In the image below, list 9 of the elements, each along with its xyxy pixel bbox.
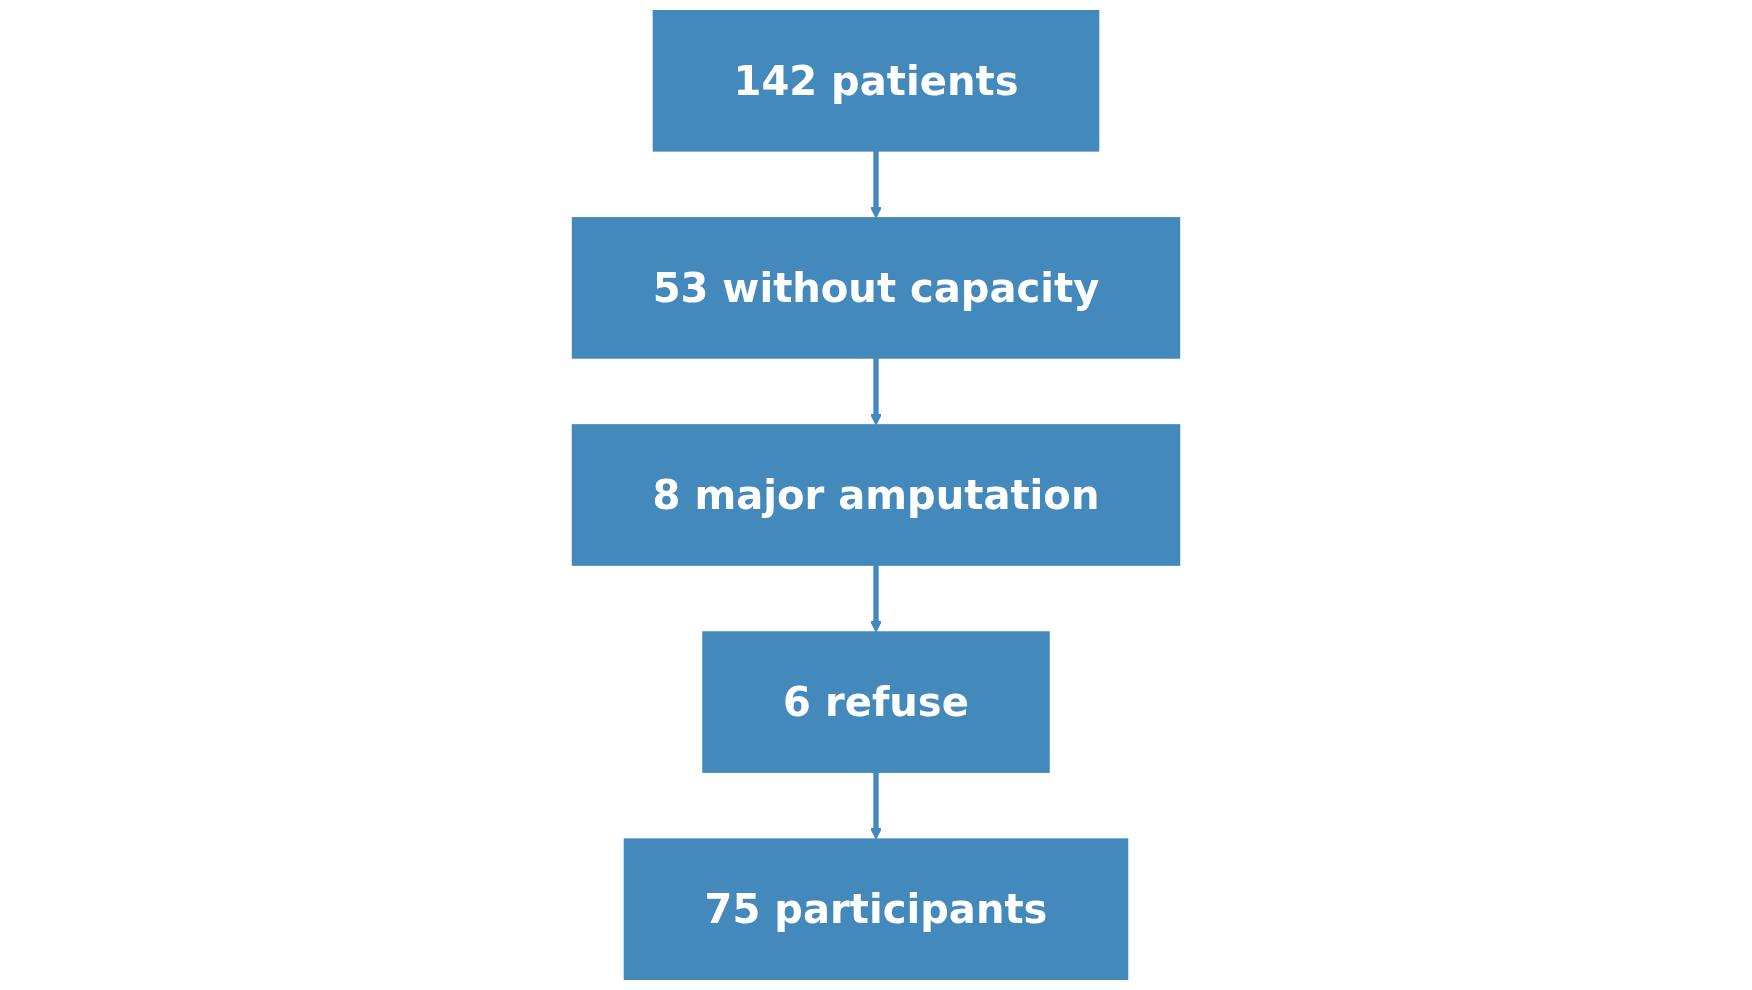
node-box: 75 participants	[623, 838, 1129, 980]
arrow	[870, 358, 882, 426]
node-box: 6 refuse	[702, 631, 1050, 773]
node-box: 53 without capacity	[571, 217, 1181, 359]
arrow	[870, 772, 882, 840]
node-box: 142 patients	[652, 10, 1100, 152]
node-box: 8 major amputation	[571, 424, 1181, 566]
arrow	[870, 565, 882, 633]
arrow	[870, 150, 882, 219]
